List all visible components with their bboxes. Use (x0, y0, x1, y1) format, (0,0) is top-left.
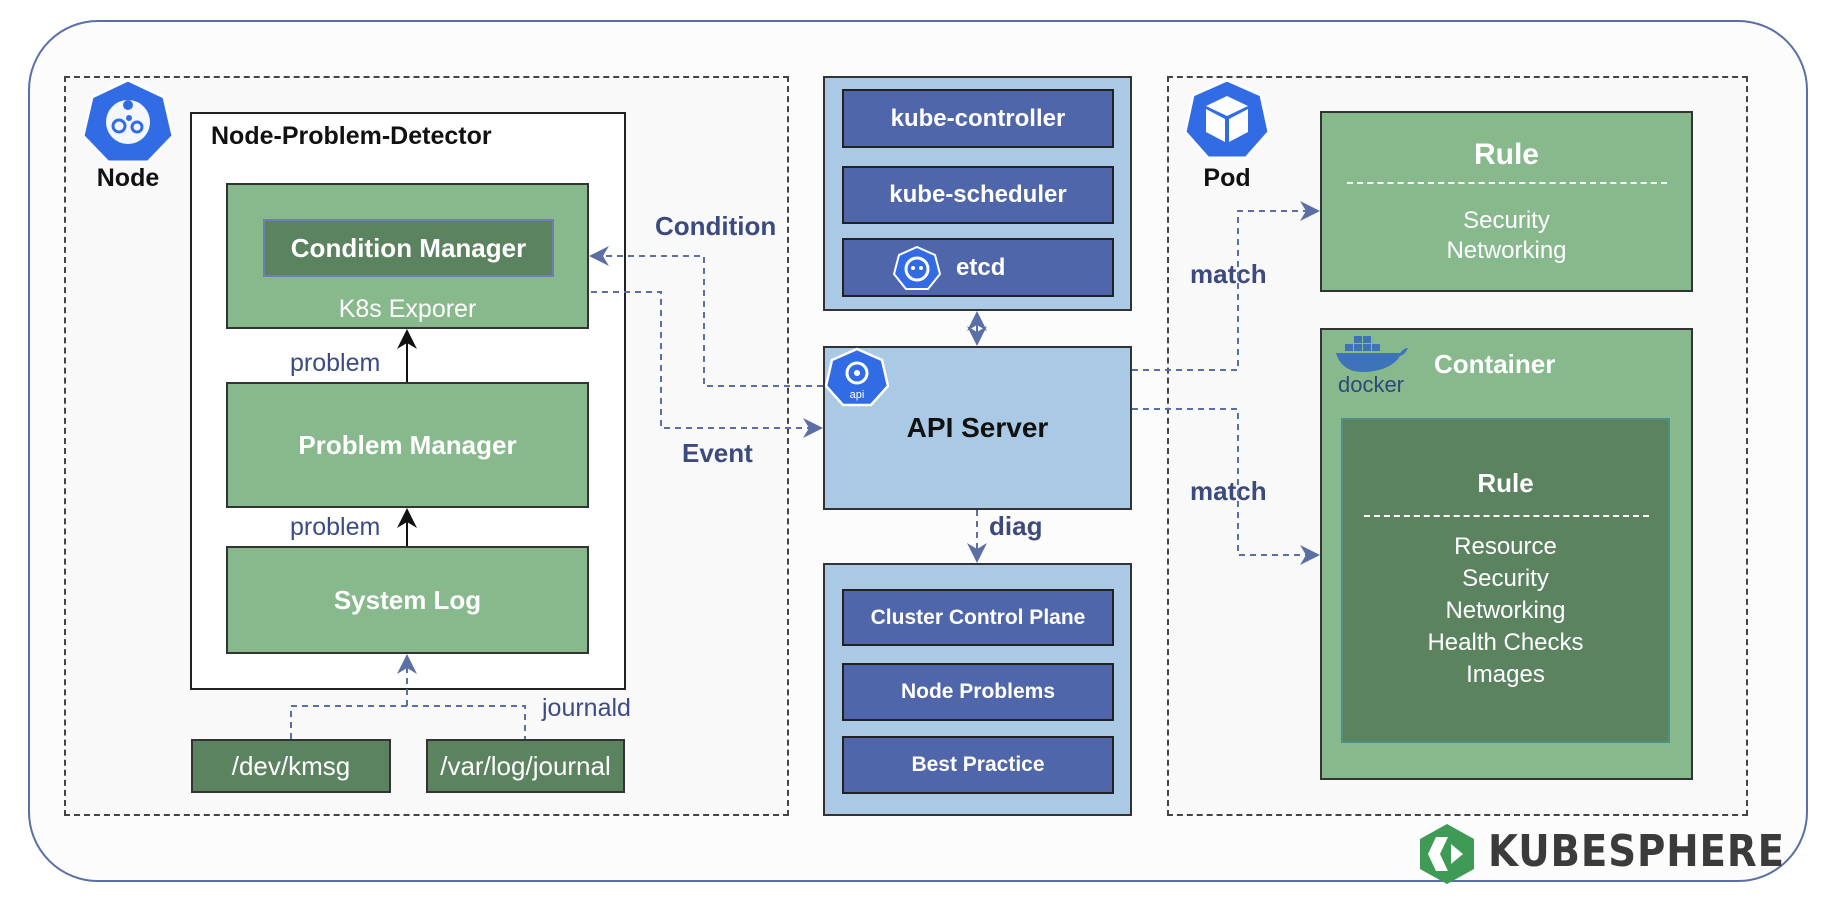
container-rule-divider (1364, 515, 1649, 517)
condition-manager-box: Condition Manager (263, 219, 554, 277)
docker-text: docker (1338, 372, 1404, 397)
arrow-match-top (1132, 201, 1320, 371)
container-rule-item-networking: Networking (1445, 597, 1566, 624)
etcd-label: etcd (956, 254, 1006, 281)
container-rule-title: Rule (1477, 468, 1534, 498)
pod-label: Pod (1203, 164, 1251, 192)
kubesphere-logo-text: KUBESPHERE (1488, 826, 1785, 877)
event-label: Event (682, 438, 753, 468)
problem-label-top: problem (290, 349, 381, 377)
var-log-journal-box: /var/log/journal (426, 739, 625, 793)
npd-title: Node-Problem-Detector (211, 122, 492, 150)
node-label: Node (96, 164, 160, 192)
container-rule-item-health-checks: Health Checks (1427, 629, 1584, 656)
condition-label: Condition (655, 211, 777, 241)
node-problems-box: Node Problems (842, 663, 1114, 721)
system-log-box: System Log (226, 546, 589, 654)
rule-top-title: Rule (1473, 138, 1539, 171)
best-practice-box: Best Practice (842, 736, 1114, 794)
kubesphere-logo-icon (1420, 824, 1474, 884)
k8s-exporter-label: K8s Exporer (338, 295, 477, 323)
rule-box-top (1320, 111, 1693, 292)
arrow-event (591, 291, 823, 438)
rule-top-item-security: Security (1463, 207, 1550, 234)
container-rule-item-images: Images (1466, 661, 1545, 688)
diag-label: diag (989, 511, 1043, 541)
rule-top-divider (1347, 182, 1667, 184)
arrow-condition (589, 246, 823, 387)
pod-icon (1184, 78, 1270, 160)
api-icon: api (825, 347, 889, 407)
kube-controller-box: kube-controller (842, 89, 1114, 148)
match-label-top: match (1190, 259, 1267, 289)
connector-dev-kmsg (290, 705, 526, 739)
dev-kmsg-box: /dev/kmsg (191, 739, 391, 793)
kube-scheduler-box: kube-scheduler (842, 166, 1114, 224)
etcd-box (842, 238, 1114, 297)
container-rule-item-resource: Resource (1454, 533, 1557, 560)
k8s-node-icon (82, 78, 174, 164)
arrow-match-bottom (1132, 408, 1320, 565)
cluster-control-plane-box: Cluster Control Plane (842, 589, 1114, 646)
problem-label-bottom: problem (290, 513, 381, 541)
problem-manager-box: Problem Manager (226, 382, 589, 508)
rule-top-item-networking: Networking (1446, 237, 1567, 264)
etcd-icon (893, 246, 941, 290)
api-server-label: API Server (906, 412, 1049, 443)
journald-label: journald (542, 694, 631, 722)
api-icon-text: api (850, 389, 865, 401)
container-rule-box (1341, 418, 1670, 743)
match-label-bottom: match (1190, 476, 1267, 506)
container-title: Container (1434, 349, 1556, 379)
container-rule-item-security: Security (1462, 565, 1549, 592)
docker-icon: docker (1336, 336, 1408, 397)
